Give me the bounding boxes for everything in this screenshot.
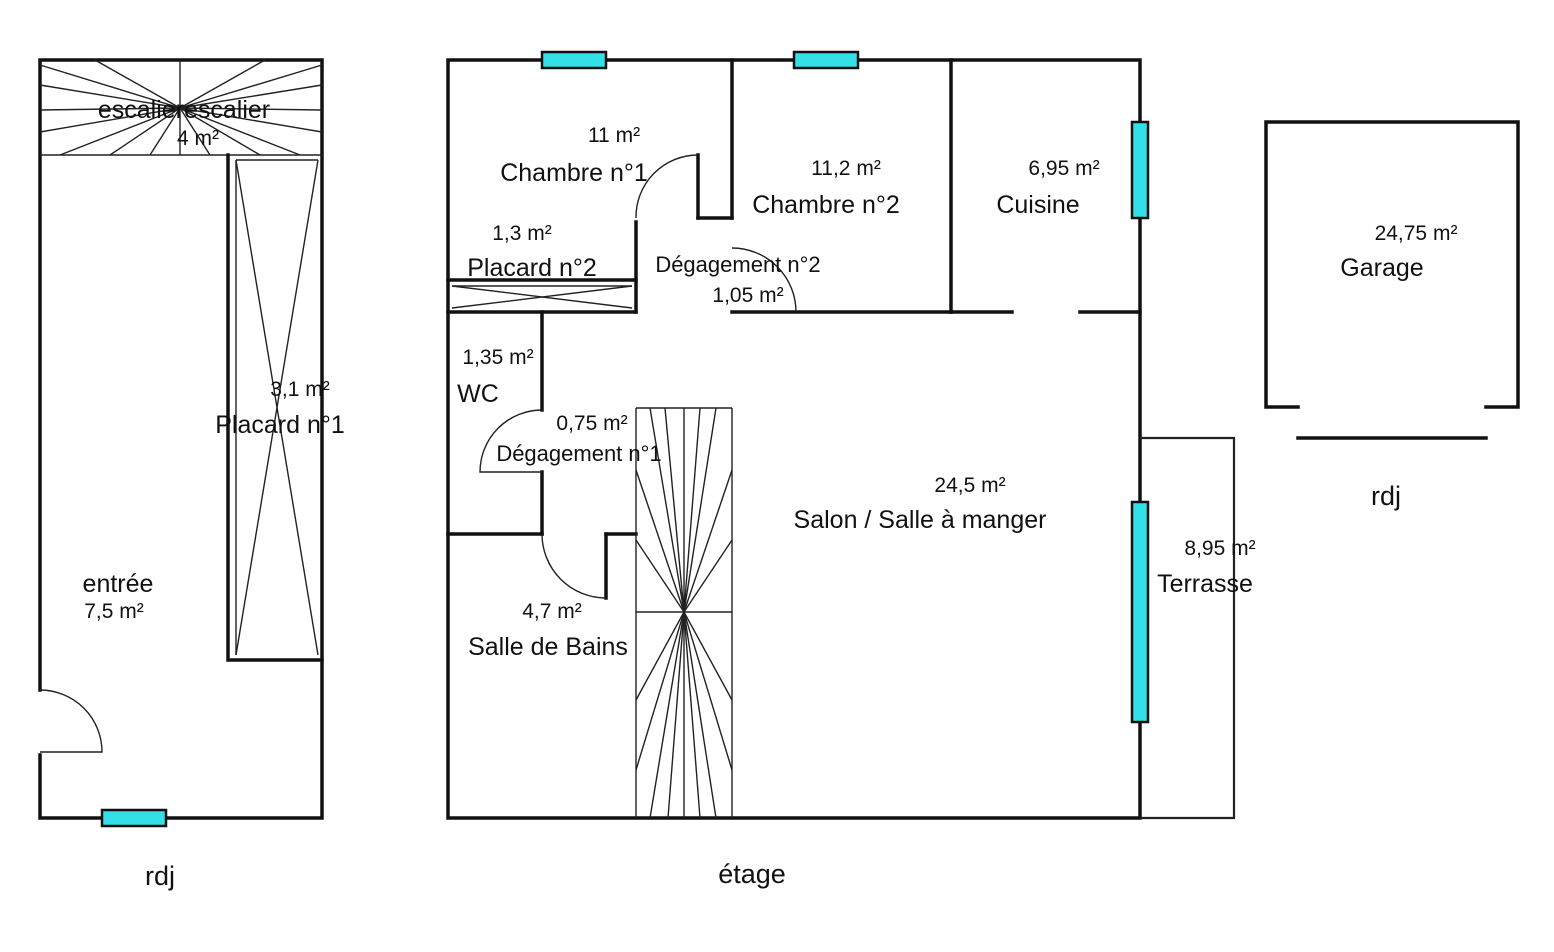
chambre2-area: 11,2 m² xyxy=(811,157,881,180)
chambre2-door xyxy=(731,247,797,313)
salon-name: Salon / Salle à manger xyxy=(794,506,1047,534)
placard2-name: Placard n°2 xyxy=(467,254,597,282)
entree-window xyxy=(100,808,168,828)
placard2-area: 1,3 m² xyxy=(492,222,552,245)
cuisine-name: Cuisine xyxy=(996,191,1079,219)
chambre1-window xyxy=(540,50,608,70)
salon-area: 24,5 m² xyxy=(934,474,1005,497)
garage-name: Garage xyxy=(1340,254,1423,282)
escalier-area: 4 m² xyxy=(177,127,219,150)
middle-plan-caption: étage xyxy=(718,859,786,889)
garage-wall xyxy=(1264,120,1520,409)
degagement2-area: 1,05 m² xyxy=(712,284,783,307)
left-plan xyxy=(38,58,324,828)
terrasse-outline xyxy=(1140,436,1236,820)
wc-name: WC xyxy=(457,380,499,408)
placard1-closet xyxy=(226,153,324,662)
escalier-stairs xyxy=(39,59,323,156)
chambre2-window xyxy=(792,50,860,70)
etage-stairs xyxy=(635,407,733,819)
salle-de-bains-door xyxy=(541,533,607,599)
chambre1-name: Chambre n°1 xyxy=(500,159,648,187)
salle-de-bains-area: 4,7 m² xyxy=(522,600,582,623)
degagement2-name: Dégagement n°2 xyxy=(655,252,820,277)
right-plan-caption: rdj xyxy=(1371,481,1401,511)
cuisine-window xyxy=(1130,120,1150,220)
chambre2-name: Chambre n°2 xyxy=(752,191,900,219)
left-outer-wall xyxy=(38,58,324,820)
degagement1-area: 0,75 m² xyxy=(556,412,627,435)
placard1-area: 3,1 m² xyxy=(270,378,330,401)
wc-door xyxy=(479,409,543,473)
terrasse-area: 8,95 m² xyxy=(1184,537,1255,560)
wc-area: 1,35 m² xyxy=(462,346,533,369)
cuisine-area: 6,95 m² xyxy=(1028,157,1099,180)
terrasse-name: Terrasse xyxy=(1157,570,1253,598)
entree-area: 7,5 m² xyxy=(84,600,144,623)
placard1-name: Placard n°1 xyxy=(215,411,345,439)
salle-de-bains-name: Salle de Bains xyxy=(468,633,628,661)
chambre1-area: 11 m² xyxy=(588,124,640,147)
garage-area: 24,75 m² xyxy=(1375,222,1458,245)
chambre1-door xyxy=(635,154,699,219)
entree-name: entrée xyxy=(83,570,154,598)
middle-plan xyxy=(446,50,1236,820)
entree-door xyxy=(39,689,103,753)
salon-window xyxy=(1130,500,1150,724)
left-plan-caption: rdj xyxy=(145,861,175,891)
escalier-name: escalierescalier xyxy=(98,96,270,124)
placard2-closet xyxy=(446,285,638,314)
garage-plan xyxy=(1264,120,1520,440)
degagement1-name: Dégagement n°1 xyxy=(496,441,661,466)
